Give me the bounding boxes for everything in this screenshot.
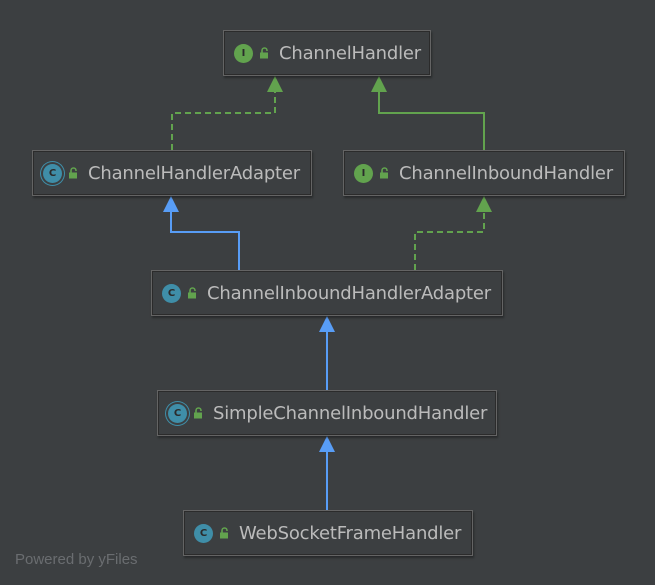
class-icon: C bbox=[162, 283, 181, 303]
node-channel-handler[interactable]: I ChannelHandler bbox=[223, 30, 431, 76]
class-icon: C bbox=[194, 523, 213, 543]
node-label: SimpleChannelInboundHandler bbox=[213, 402, 488, 424]
yfiles-watermark: Powered by yFiles bbox=[15, 551, 138, 568]
interface-icon: I bbox=[354, 163, 373, 183]
arrowhead bbox=[371, 76, 387, 92]
edge-line bbox=[378, 92, 485, 150]
node-label: WebSocketFrameHandler bbox=[239, 522, 462, 544]
node-channel-inbound-handler[interactable]: I ChannelInboundHandler bbox=[343, 150, 625, 196]
abstract-class-icon: C bbox=[168, 403, 187, 423]
arrowhead bbox=[476, 196, 492, 212]
node-label: ChannelInboundHandlerAdapter bbox=[207, 282, 491, 304]
edge-channel-handler-adapter-to-channel-handler bbox=[171, 76, 283, 150]
unlocked-icon bbox=[380, 167, 388, 179]
unlocked-icon bbox=[220, 527, 228, 539]
node-websocket-frame-handler[interactable]: C WebSocketFrameHandler bbox=[183, 510, 473, 556]
edge-websocket-frame-handler-to-simple-channel-inbound-handler bbox=[319, 436, 335, 510]
node-channel-inbound-handler-adapter[interactable]: C ChannelInboundHandlerAdapter bbox=[151, 270, 503, 316]
interface-icon: I bbox=[234, 43, 253, 63]
edge-line bbox=[414, 212, 485, 270]
edge-channel-inbound-handler-adapter-to-channel-handler-adapter bbox=[163, 196, 240, 270]
edge-channel-inbound-handler-adapter-to-channel-inbound-handler bbox=[414, 196, 492, 270]
edge-channel-inbound-handler-to-channel-handler bbox=[371, 76, 485, 150]
edge-line bbox=[171, 92, 276, 150]
arrowhead bbox=[163, 196, 179, 212]
arrowhead bbox=[319, 316, 335, 332]
node-simple-channel-inbound-handler[interactable]: C SimpleChannelInboundHandler bbox=[157, 390, 497, 436]
edge-simple-channel-inbound-handler-to-channel-inbound-handler-adapter bbox=[319, 316, 335, 390]
node-channel-handler-adapter[interactable]: C ChannelHandlerAdapter bbox=[32, 150, 312, 196]
arrowhead bbox=[267, 76, 283, 92]
unlocked-icon bbox=[194, 407, 202, 419]
unlocked-icon bbox=[260, 47, 268, 59]
arrowhead bbox=[319, 436, 335, 452]
node-label: ChannelHandler bbox=[279, 42, 421, 64]
node-label: ChannelInboundHandler bbox=[399, 162, 613, 184]
abstract-class-icon: C bbox=[43, 163, 62, 183]
unlocked-icon bbox=[188, 287, 196, 299]
edge-line bbox=[170, 212, 240, 270]
node-label: ChannelHandlerAdapter bbox=[88, 162, 300, 184]
unlocked-icon bbox=[69, 167, 77, 179]
